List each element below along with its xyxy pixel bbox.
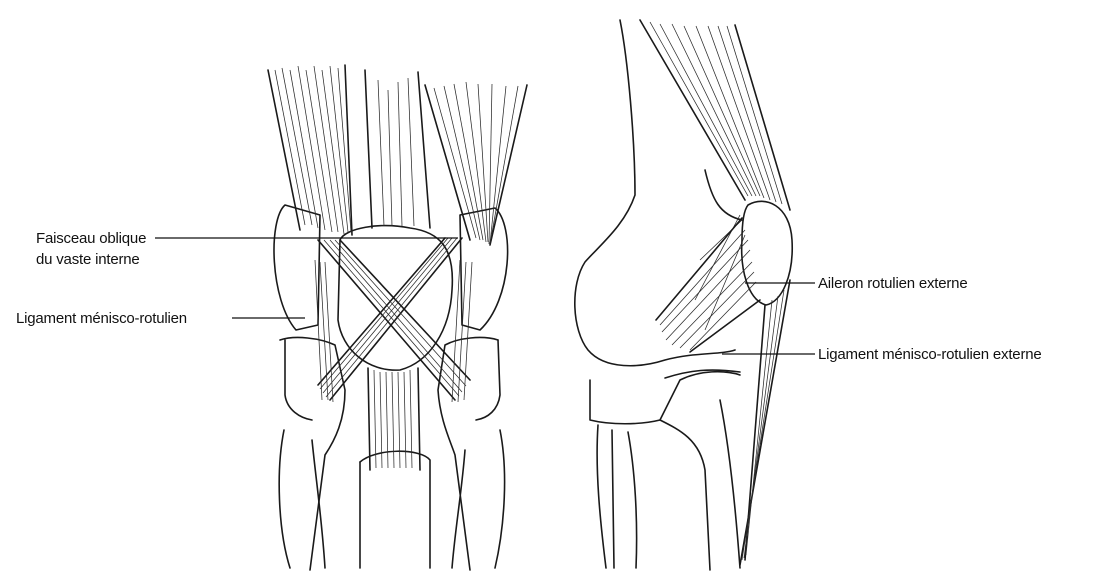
femur-lateral bbox=[575, 20, 742, 366]
label-aileron-rotulien-externe: Aileron rotulien externe bbox=[818, 273, 967, 294]
patella-anterior bbox=[338, 226, 452, 370]
aileron-fibers-lateral bbox=[656, 215, 760, 352]
label-faisceau-line1: Faisceau oblique bbox=[36, 228, 146, 249]
label-ligament-menisco-rotulien: Ligament ménisco-rotulien bbox=[16, 308, 187, 329]
label-faisceau-line2: du vaste interne bbox=[36, 249, 146, 270]
quadriceps-tendons-anterior bbox=[268, 65, 527, 245]
label-faisceau-oblique: Faisceau oblique du vaste interne bbox=[36, 228, 146, 270]
leader-lines bbox=[155, 238, 815, 354]
tibia-lateral bbox=[590, 370, 740, 570]
label-ligament-menisco-rotulien-externe: Ligament ménisco-rotulien externe bbox=[818, 344, 1042, 365]
quadriceps-lateral bbox=[640, 20, 790, 210]
patellar-tendon-anterior bbox=[368, 368, 420, 470]
patellar-tendon-lateral bbox=[740, 280, 790, 565]
lateral-knee-view bbox=[575, 20, 792, 570]
anterior-knee-view bbox=[268, 65, 527, 570]
